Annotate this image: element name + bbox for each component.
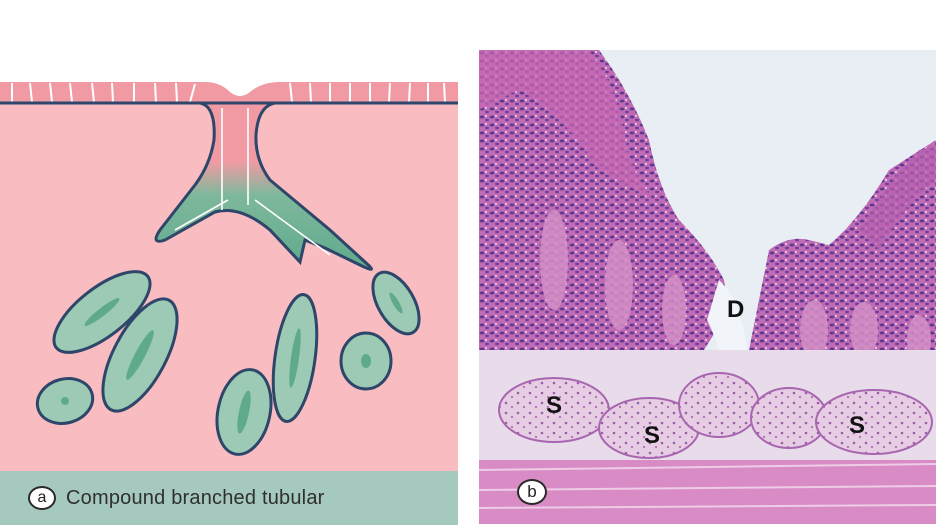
caption-bar: a Compound branched tubular xyxy=(0,471,458,525)
gland-illustration xyxy=(0,82,458,471)
secretory-label-3: S xyxy=(849,412,866,439)
diagram-compound-branched-tubular: a Compound branched tubular xyxy=(0,0,460,527)
secretory-label-2: S xyxy=(644,422,661,449)
secretory-label-1: S xyxy=(546,392,563,419)
caption-text: Compound branched tubular xyxy=(66,486,325,509)
duct-label: D xyxy=(727,296,745,323)
micrograph-panel: b D S S S xyxy=(479,50,936,524)
panel-a-badge: a xyxy=(28,486,56,510)
panel-b-badge: b xyxy=(517,479,547,505)
histology-micrograph xyxy=(479,50,936,524)
